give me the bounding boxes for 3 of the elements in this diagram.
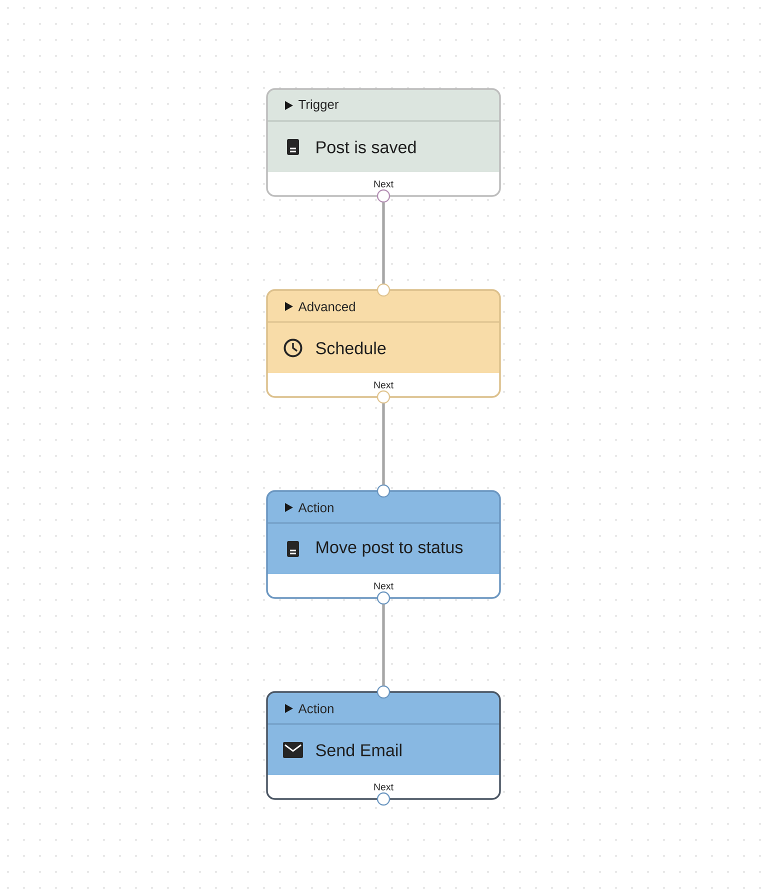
- connector-line: [382, 403, 385, 485]
- connector-line: [382, 202, 385, 284]
- connector-line: [382, 604, 385, 686]
